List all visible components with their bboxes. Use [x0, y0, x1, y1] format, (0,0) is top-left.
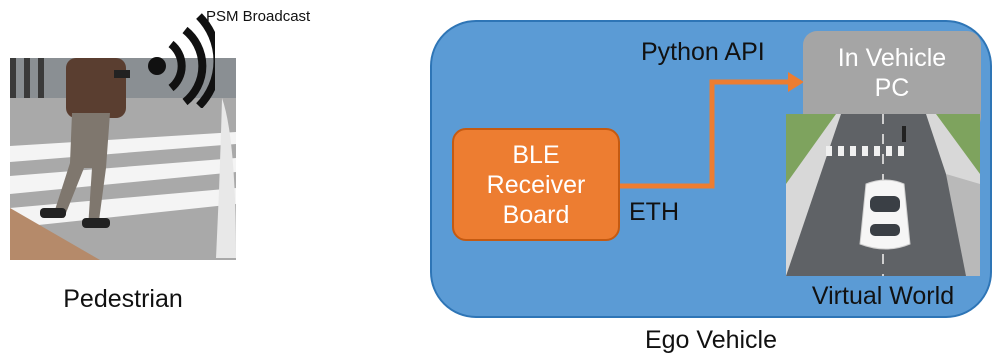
- ble-label-line2: Receiver: [486, 171, 586, 199]
- ble-label-line1: BLE: [512, 141, 560, 169]
- ego-vehicle-caption: Ego Vehicle: [644, 326, 778, 354]
- psm-broadcast-label: PSM Broadcast: [206, 8, 311, 25]
- pc-label-line2: PC: [874, 74, 910, 102]
- ble-label-line3: Board: [502, 201, 570, 229]
- wifi-signal-icon: [148, 13, 215, 108]
- python-api-label: Python API: [641, 38, 765, 66]
- virtual-world-caption: Virtual World: [811, 282, 955, 310]
- virtual-world-image: [786, 114, 980, 276]
- eth-label: ETH: [629, 198, 679, 226]
- ble-receiver-board-box: BLE Receiver Board: [452, 128, 620, 241]
- eth-connector-arrow: [620, 72, 804, 189]
- pc-label-line1: In Vehicle: [837, 44, 947, 72]
- pedestrian-caption: Pedestrian: [63, 285, 183, 313]
